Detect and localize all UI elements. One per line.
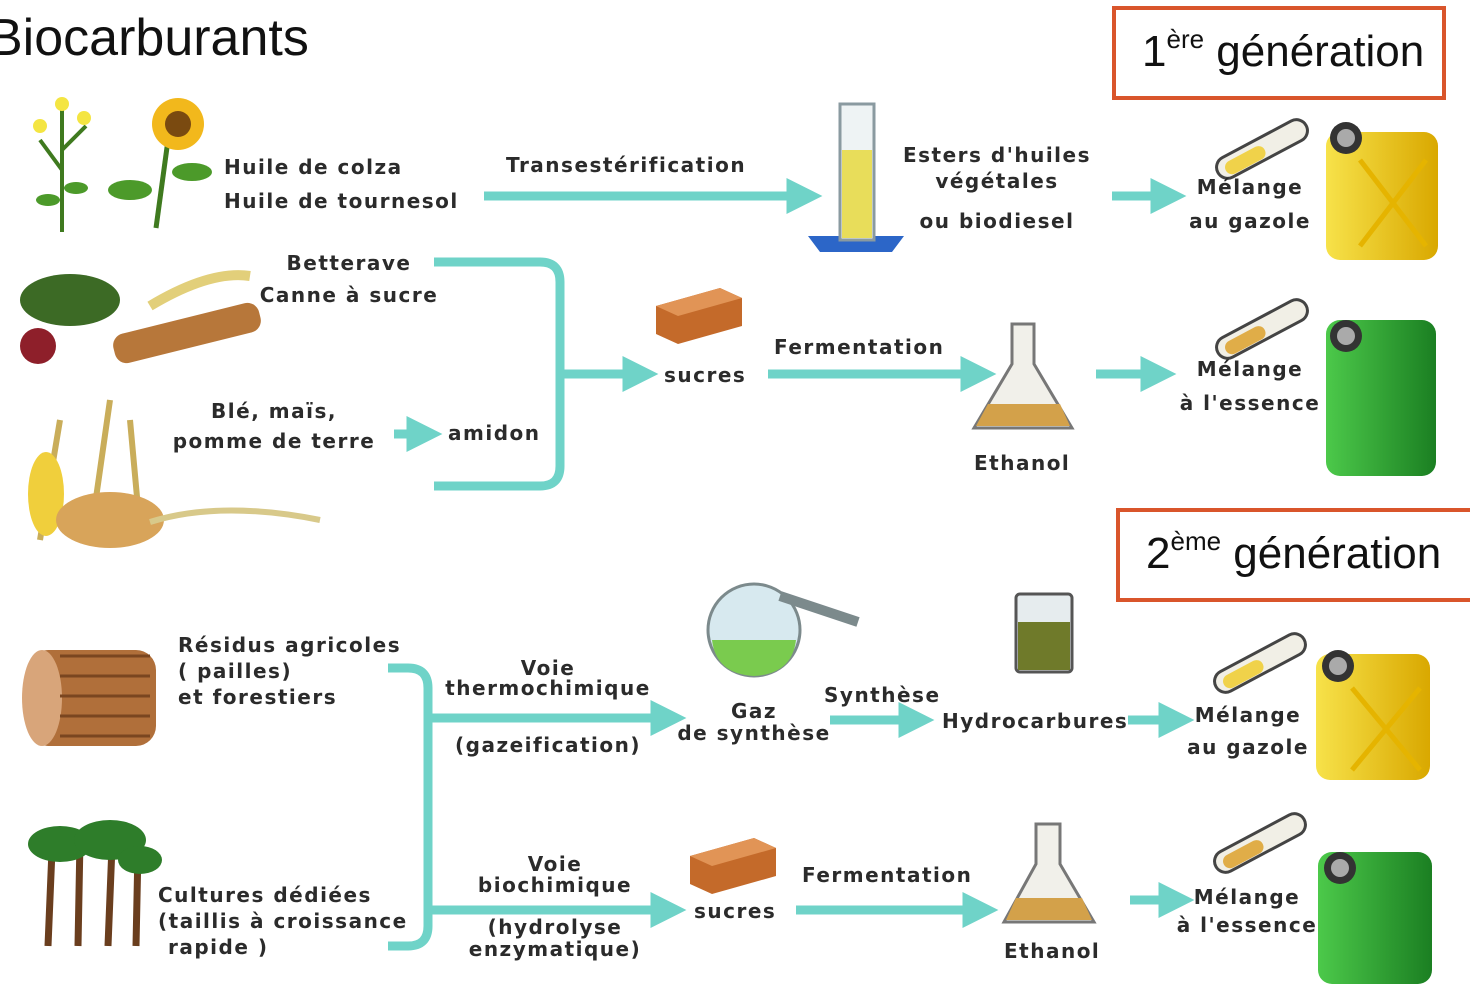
bracket-second-gen-sources	[388, 663, 433, 951]
ethanol-flask-icon-2	[1001, 822, 1097, 924]
rapeseed-plant-icon	[33, 97, 91, 232]
yellow-jerrycan-icon-2	[1316, 650, 1430, 780]
fermentation-label-1: Fermentation	[774, 335, 945, 359]
hydrocarbon-jar-icon	[1014, 592, 1074, 674]
second-generation-label: 2ème génération	[1116, 508, 1470, 602]
sugar-cube-icon-2	[690, 838, 776, 894]
first-generation-label: 1ère génération	[1112, 6, 1446, 100]
page-title: Biocarburants	[0, 9, 309, 67]
sugar-cube-icon	[656, 288, 742, 344]
sunflower-plant-icon	[108, 98, 212, 229]
coppice-trees-icon	[28, 820, 162, 947]
transesterification-label: Transestérification	[506, 153, 747, 177]
residues-label: Résidus agricoles( pailles)et forestiers	[178, 633, 402, 709]
green-jerrycan-icon-2	[1318, 852, 1432, 984]
wheat-corn-potato-icon	[28, 399, 321, 548]
bracket-sugar-sources	[434, 257, 565, 491]
beet-and-sugarcane-icon	[20, 270, 261, 364]
test-tube-icon-4	[1213, 812, 1307, 874]
test-tube-icon-2	[1215, 298, 1309, 360]
ethanol-label-2: Ethanol	[1004, 939, 1101, 963]
hydrocarbons-label: Hydrocarbures	[942, 709, 1129, 733]
graduated-cylinder-icon	[808, 102, 904, 252]
sucres-label-1: sucres	[664, 363, 747, 387]
amidon-label: amidon	[448, 421, 541, 445]
ethanol-flask-icon	[971, 322, 1075, 430]
sucres-label-2: sucres	[694, 899, 777, 923]
round-flask-icon	[706, 582, 860, 678]
synthese-label: Synthèse	[824, 683, 941, 707]
fermentation-label-2: Fermentation	[802, 863, 973, 887]
test-tube-icon-1	[1215, 118, 1309, 180]
yellow-jerrycan-icon-1	[1326, 122, 1438, 260]
straw-bale-icon	[22, 650, 156, 746]
starch-crops-label: Blé, maïs,pomme de terre	[172, 399, 376, 453]
test-tube-icon-3	[1213, 632, 1307, 694]
green-jerrycan-icon-1	[1326, 320, 1436, 476]
ethanol-label-1: Ethanol	[974, 451, 1071, 475]
